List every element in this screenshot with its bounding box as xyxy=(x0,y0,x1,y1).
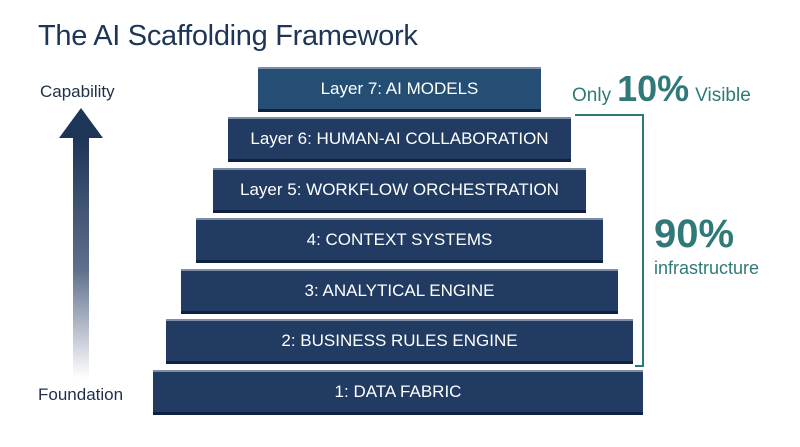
capability-arrow-icon xyxy=(59,108,103,378)
visible-suffix: Visible xyxy=(695,85,751,106)
layer-label: Layer 7: AI MODELS xyxy=(320,79,479,98)
capability-label: Capability xyxy=(40,82,115,101)
foundation-label: Foundation xyxy=(38,385,124,404)
layer-1-data-fabric: 1: DATA FABRIC xyxy=(153,370,643,412)
layer-label: 1: DATA FABRIC xyxy=(334,382,462,401)
layer-label: 4: CONTEXT SYSTEMS xyxy=(306,230,493,249)
layer-7-ai-models: Layer 7: AI MODELS xyxy=(258,67,541,109)
layer-3-analytical-engine: 3: ANALYTICAL ENGINE xyxy=(181,269,618,311)
layer-6-human-ai-collaboration: Layer 6: HUMAN-AI COLLABORATION xyxy=(228,117,571,159)
layer-4-context-systems: 4: CONTEXT SYSTEMS xyxy=(196,218,603,260)
layer-label: Layer 5: WORKFLOW ORCHESTRATION xyxy=(240,180,559,199)
visible-percent: 10% xyxy=(617,68,690,109)
infrastructure-label: infrastructure xyxy=(654,258,760,278)
infrastructure-bracket xyxy=(575,114,644,367)
layer-label: Layer 6: HUMAN-AI COLLABORATION xyxy=(250,129,549,148)
diagram-title: The AI Scaffolding Framework xyxy=(38,20,418,52)
visible-share-callout: Only 10% Visible xyxy=(572,68,751,110)
layer-2-business-rules-engine: 2: BUSINESS RULES ENGINE xyxy=(166,319,633,361)
layer-label: 2: BUSINESS RULES ENGINE xyxy=(281,331,518,350)
layer-5-workflow-orchestration: Layer 5: WORKFLOW ORCHESTRATION xyxy=(213,168,586,210)
layer-label: 3: ANALYTICAL ENGINE xyxy=(304,281,495,300)
visible-prefix: Only xyxy=(572,85,612,106)
infrastructure-percent: 90% xyxy=(654,212,735,256)
